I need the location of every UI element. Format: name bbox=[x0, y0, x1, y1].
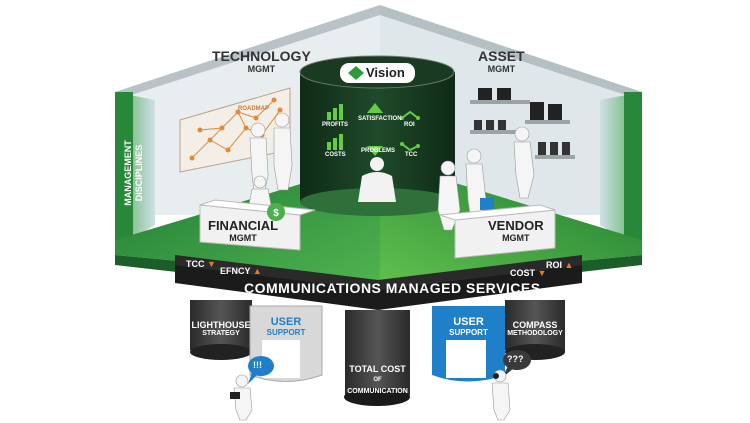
vision-cylinder bbox=[299, 55, 455, 216]
asset-title: ASSET MGMT bbox=[478, 48, 525, 74]
tablet-icon bbox=[230, 392, 240, 399]
vision-logo-icon bbox=[348, 66, 364, 80]
vision-item-profits: PROFITS bbox=[322, 122, 349, 128]
financial-title: FINANCIAL MGMT bbox=[208, 218, 279, 243]
satisfaction-icon bbox=[367, 103, 383, 113]
roi-icon bbox=[400, 110, 420, 120]
tcc-icon bbox=[400, 142, 420, 152]
pillar-user-support-right: USER SUPPORT bbox=[449, 316, 488, 337]
vendor-desk bbox=[439, 204, 556, 259]
management-disciplines: MANAGEMENT DISCIPLINES bbox=[123, 140, 144, 206]
metric-efncy: EFNCY ▲ bbox=[220, 266, 262, 276]
svg-text:$: $ bbox=[273, 208, 279, 219]
money-bag-icon bbox=[267, 203, 285, 221]
people-technology bbox=[247, 112, 293, 211]
services-band bbox=[175, 255, 582, 310]
vision-item-roi: ROI bbox=[404, 122, 415, 128]
pillar-user-support-left: USER SUPPORT bbox=[266, 316, 306, 337]
metric-roi: ROI ▲ bbox=[546, 260, 574, 270]
pillars bbox=[190, 300, 565, 406]
vision-item-satisfaction: SATISFACTION bbox=[358, 116, 402, 122]
costs-icon bbox=[327, 134, 343, 150]
roadmap-label: ROADMAP bbox=[238, 106, 269, 112]
asset-shelves bbox=[470, 88, 575, 159]
technology-title: TECHNOLOGY MGMT bbox=[212, 48, 311, 74]
speech-bubble-right-text: ??? bbox=[507, 354, 524, 364]
vision-item-tcc: TCC bbox=[405, 152, 418, 158]
vision-logo-badge bbox=[340, 63, 415, 83]
bottom-people bbox=[230, 369, 511, 421]
band-title: COMMUNICATIONS MANAGED SERVICES bbox=[244, 280, 541, 296]
vision-item-costs: COSTS bbox=[325, 152, 346, 158]
profits-icon bbox=[327, 104, 343, 120]
speech-bubble-left bbox=[248, 356, 274, 384]
pillar-compass: COMPASS METHODOLOGY bbox=[507, 320, 563, 337]
vendor-title: VENDOR MGMT bbox=[488, 218, 544, 243]
vision-logo-text: Vision bbox=[366, 65, 405, 80]
metric-cost: COST ▼ bbox=[510, 268, 547, 278]
speech-bubble-left-text: !!! bbox=[253, 360, 262, 370]
problems-icon bbox=[367, 146, 383, 156]
pillar-lighthouse: LIGHTHOUSE STRATEGY bbox=[191, 320, 251, 337]
metric-tcc: TCC ▼ bbox=[186, 259, 216, 269]
financial-desk: $ bbox=[199, 199, 316, 251]
phone-icon bbox=[493, 373, 499, 379]
pillar-total-cost: TOTAL COST OF COMMUNICATION bbox=[347, 364, 408, 395]
vision-item-problems: PROBLEMS bbox=[361, 148, 396, 154]
